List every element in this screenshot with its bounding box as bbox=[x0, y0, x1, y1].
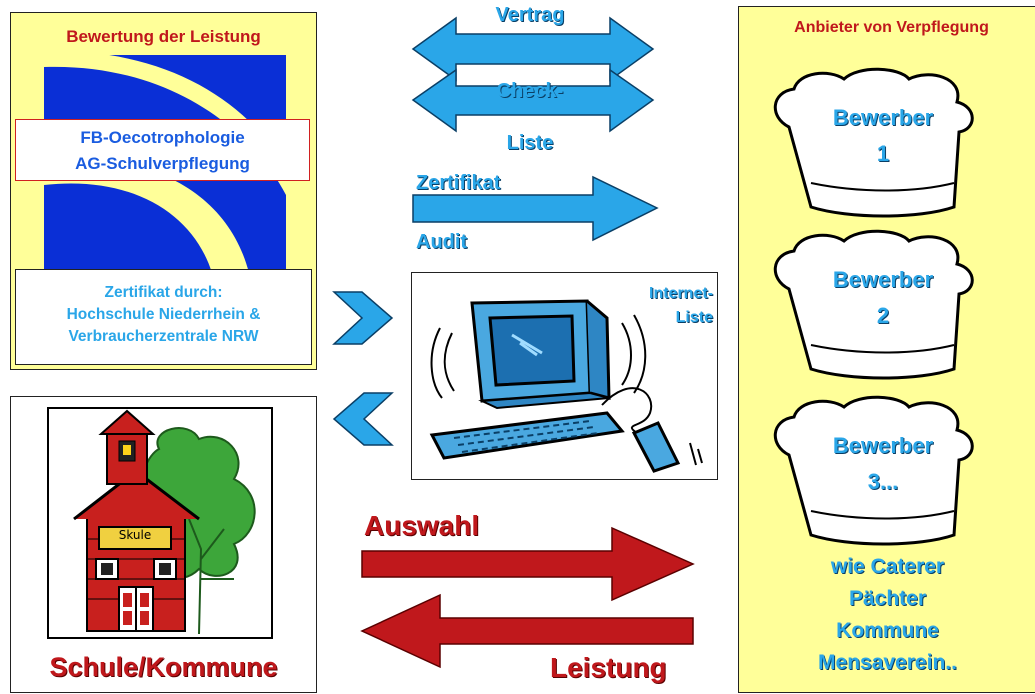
evaluation-panel: Bewertung der Leistung FB-Oecotrophologi… bbox=[10, 12, 317, 370]
internet-label-1: Internet- bbox=[649, 285, 713, 302]
provider-panel: Anbieter von Verpflegung Bewerber 1 Bewe… bbox=[738, 6, 1035, 693]
logo-line-1: FB-Oecotrophologie bbox=[80, 128, 245, 147]
provider-title: Anbieter von Verpflegung bbox=[794, 19, 989, 36]
internet-list-box: Internet- Liste bbox=[411, 272, 718, 480]
provider-type-4: Mensaverein.. bbox=[818, 651, 957, 674]
school-label: Schule/Kommune bbox=[49, 652, 278, 682]
label-auswahl: Auswahl bbox=[364, 510, 480, 541]
chef-hat-icon bbox=[773, 229, 974, 380]
label-audit: Audit bbox=[416, 231, 468, 253]
logo-caption-box: FB-Oecotrophologie AG-Schulverpflegung bbox=[15, 119, 310, 181]
bidder-2-line-1: Bewerber bbox=[832, 267, 934, 292]
chef-hat-icon bbox=[773, 67, 974, 218]
school-sign: Skule bbox=[118, 528, 152, 542]
label-leistung: Leistung bbox=[550, 652, 667, 683]
computer-icon bbox=[429, 299, 703, 473]
bidder-1-line-2: 1 bbox=[876, 141, 890, 166]
evaluation-title: Bewertung der Leistung bbox=[66, 27, 261, 46]
provider-type-1: wie Caterer bbox=[830, 555, 945, 578]
cert-line-3: Verbraucherzentrale NRW bbox=[68, 328, 259, 345]
provider-type-2: Pächter bbox=[848, 587, 927, 610]
chef-hats bbox=[773, 67, 974, 546]
school-house-icon bbox=[73, 409, 256, 635]
cert-line-1: Zertifikat durch: bbox=[104, 284, 223, 301]
label-check: Check- bbox=[496, 80, 564, 102]
chef-hat-icon bbox=[773, 395, 974, 546]
cert-line-2: Hochschule Niederrhein & bbox=[66, 306, 261, 323]
bidder-3-line-1: Bewerber bbox=[832, 433, 934, 458]
bidder-3-line-2: 3... bbox=[867, 469, 899, 494]
provider-type-3: Kommune bbox=[836, 619, 939, 642]
school-panel: Skule Schule/Kommune bbox=[10, 396, 317, 693]
school-image-frame: Skule bbox=[47, 407, 273, 639]
label-zertifikat: Zertifikat bbox=[416, 172, 501, 194]
logo-line-2: AG-Schulverpflegung bbox=[75, 154, 250, 173]
label-vertrag: Vertrag bbox=[495, 4, 565, 26]
bidder-1-line-1: Bewerber bbox=[832, 105, 934, 130]
bidder-2-line-2: 2 bbox=[876, 303, 890, 328]
certificate-box: Zertifikat durch: Hochschule Niederrhein… bbox=[15, 269, 312, 365]
label-liste: Liste bbox=[506, 132, 554, 154]
internet-label-2: Liste bbox=[675, 309, 713, 326]
